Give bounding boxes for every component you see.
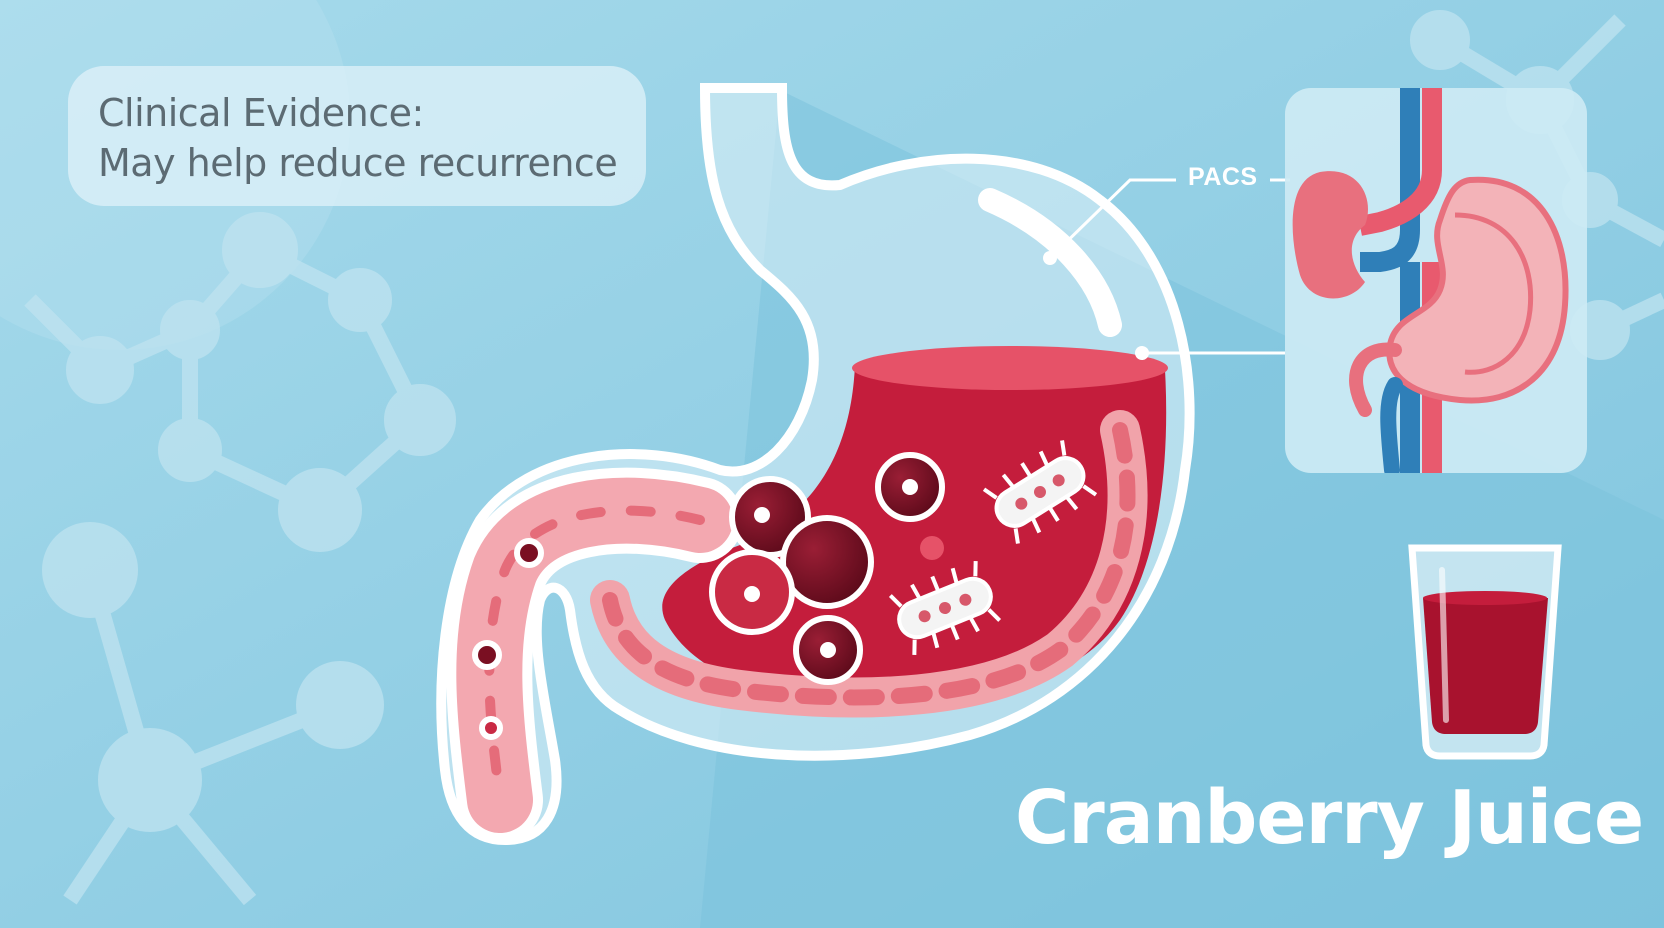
cranberry-icon [472, 452, 945, 740]
evidence-statement: May help reduce recurrence [98, 141, 618, 185]
kidney-urinary-icon [1285, 88, 1587, 473]
juice-glass-icon [1408, 544, 1562, 760]
cranberry-blossom-mark [744, 479, 918, 658]
evidence-heading: Clinical Evidence: [98, 91, 424, 135]
bacteria-icon [888, 440, 1098, 655]
product-title: Cranberry Juice [1015, 775, 1644, 861]
clinical-evidence-card: Clinical Evidence: May help reduce recur… [68, 66, 646, 206]
pacs-callout-label: PACS [1188, 163, 1258, 191]
